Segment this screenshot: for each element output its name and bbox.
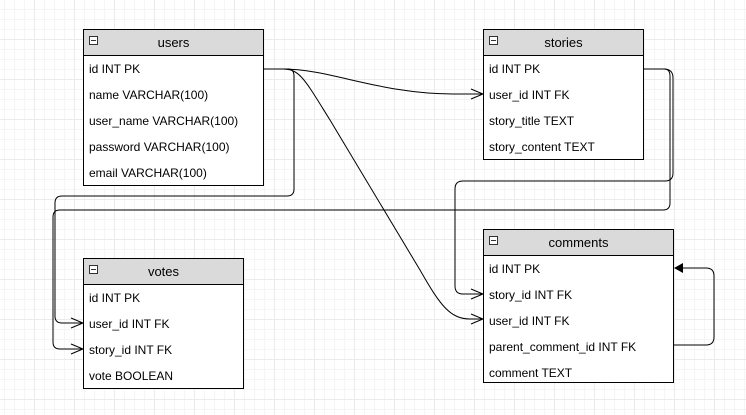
stories-table-header[interactable]: stories [484, 30, 643, 56]
votes-row-user-id[interactable]: user_id INT FK [89, 317, 170, 331]
minus-box-icon[interactable] [89, 36, 98, 45]
users-row-name[interactable]: name VARCHAR(100) [89, 88, 209, 102]
users-row-id[interactable]: id INT PK [89, 62, 141, 76]
comments-row-comment[interactable]: comment TEXT [489, 366, 573, 380]
minus-box-icon[interactable] [89, 265, 98, 274]
edge-users-stories[interactable] [264, 68, 483, 95]
stories-row-id[interactable]: id INT PK [489, 62, 541, 76]
votes-table-title: votes [147, 264, 180, 279]
comments-table-header[interactable]: comments [484, 230, 673, 256]
comments-table-title: comments [548, 235, 609, 250]
comments-row-id[interactable]: id INT PK [489, 262, 541, 276]
votes-row-vote[interactable]: vote BOOLEAN [89, 369, 174, 383]
votes-row-id[interactable]: id INT PK [89, 291, 141, 305]
votes-table[interactable]: votes id INT PK user_id INT FK story_id … [83, 258, 244, 389]
comments-row-parent-comment-id[interactable]: parent_comment_id INT FK [489, 340, 637, 354]
comments-row-user-id[interactable]: user_id INT FK [489, 314, 570, 328]
votes-row-story-id[interactable]: story_id INT FK [89, 343, 173, 357]
stories-row-user-id[interactable]: user_id INT FK [489, 88, 570, 102]
comments-row-story-id[interactable]: story_id INT FK [489, 288, 573, 302]
crowfoot-votes-user-id [70, 317, 85, 329]
users-table-title: users [157, 35, 190, 50]
crowfoot-comments-user-id [470, 313, 485, 325]
users-row-user-name[interactable]: user_name VARCHAR(100) [89, 114, 239, 128]
crowfoot-stories-user-id [470, 88, 485, 100]
users-table-header[interactable]: users [84, 30, 263, 56]
users-table[interactable]: users id INT PK name VARCHAR(100) user_n… [83, 29, 264, 186]
users-row-password[interactable]: password VARCHAR(100) [89, 140, 230, 154]
stories-table-title: stories [544, 35, 583, 50]
arrowhead-comments-id [674, 263, 683, 273]
edge-users-comments[interactable] [282, 68, 483, 320]
votes-table-header[interactable]: votes [84, 259, 243, 285]
minus-box-icon[interactable] [489, 236, 498, 245]
stories-row-story-content[interactable]: story_content TEXT [489, 140, 595, 154]
crowfoot-comments-story-id [470, 288, 485, 300]
users-row-email[interactable]: email VARCHAR(100) [89, 166, 207, 180]
crowfoot-votes-story-id [70, 343, 85, 355]
stories-table[interactable]: stories id INT PK user_id INT FK story_t… [483, 29, 644, 160]
comments-table[interactable]: comments id INT PK story_id INT FK user_… [483, 229, 674, 383]
stories-row-story-title[interactable]: story_title TEXT [489, 114, 575, 128]
minus-box-icon[interactable] [489, 36, 498, 45]
edge-comments-self[interactable] [674, 267, 715, 346]
